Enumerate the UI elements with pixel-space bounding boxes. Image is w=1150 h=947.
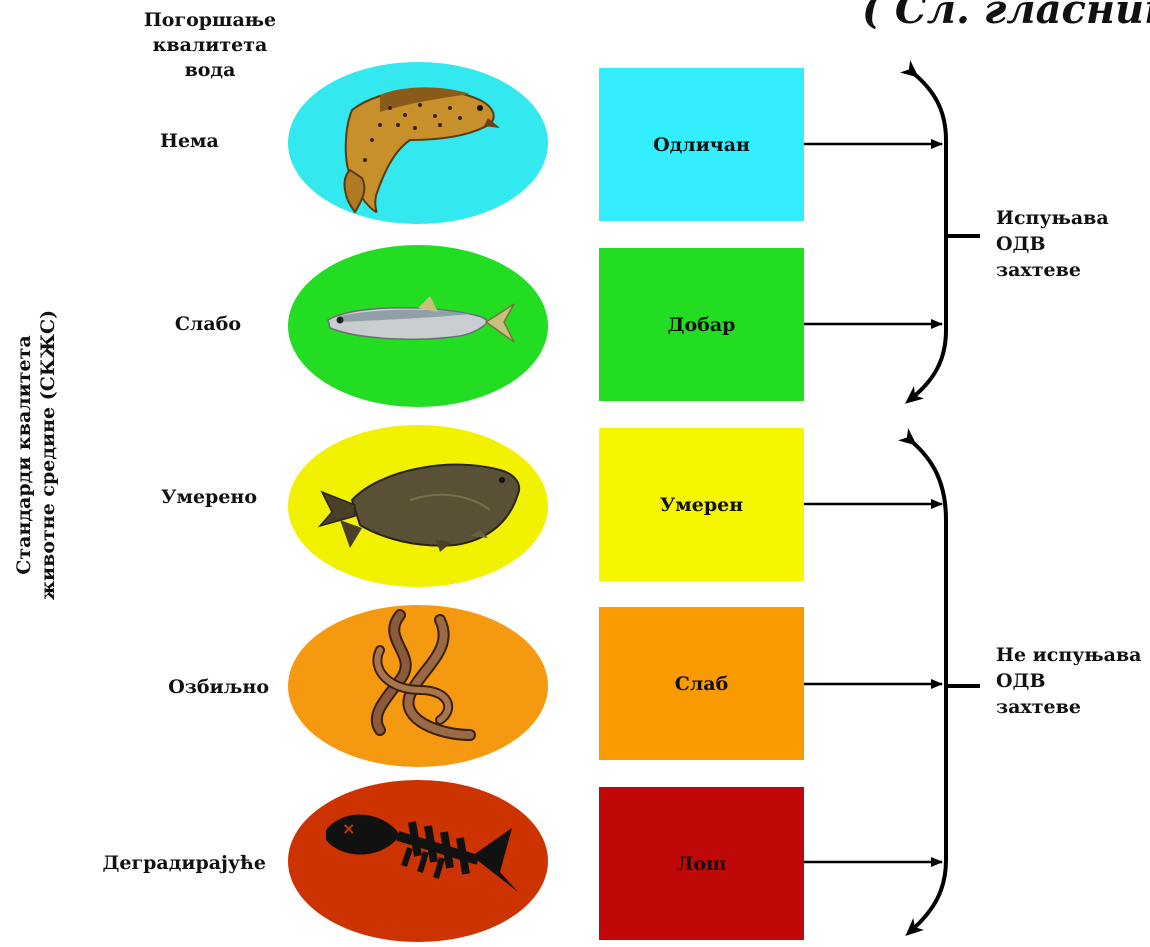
small-fish-icon	[328, 296, 514, 342]
brace-meets	[912, 72, 980, 398]
carp-icon	[320, 465, 519, 552]
worm-icon	[377, 615, 470, 735]
fish-skeleton-icon: ×	[326, 815, 518, 892]
trout-icon	[345, 87, 500, 212]
connector-arrows	[804, 144, 942, 862]
svg-text:×: ×	[342, 819, 355, 838]
